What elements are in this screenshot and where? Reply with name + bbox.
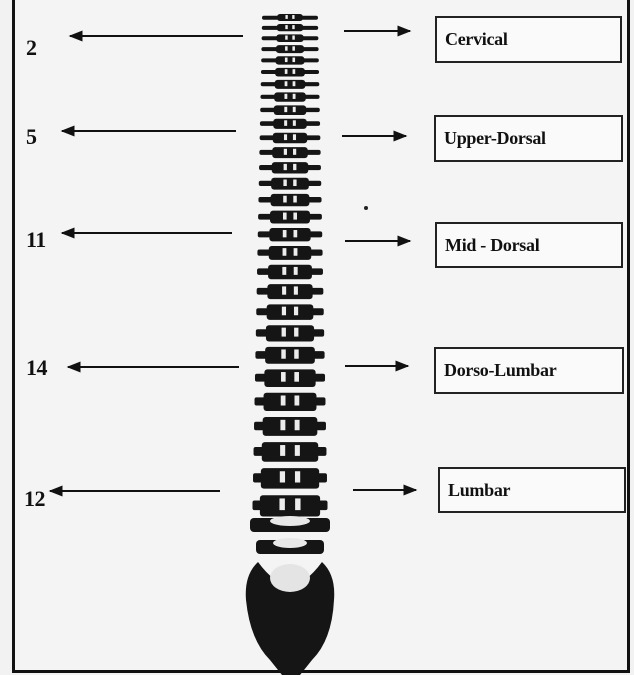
region-label-mid-dorsal: Mid - Dorsal [435, 222, 623, 268]
vertebra [258, 228, 322, 241]
vertebra [257, 246, 322, 260]
region-count-cervical: 2 [26, 37, 37, 59]
vertebra [257, 284, 324, 299]
vertebra [255, 369, 325, 387]
vertebra [256, 304, 323, 320]
vertebra [261, 45, 318, 53]
arrows [50, 31, 416, 491]
vertebra [261, 80, 320, 89]
vertebra [254, 417, 326, 436]
region-count-dorso-lumbar: 14 [26, 357, 47, 379]
vertebra [255, 347, 324, 364]
sacrum-highlight [270, 564, 310, 592]
vertebra [252, 495, 327, 516]
vertebra [262, 24, 318, 31]
region-label-dorso-lumbar: Dorso-Lumbar [434, 347, 624, 394]
vertebra [256, 325, 324, 341]
region-label-cervical: Cervical [435, 16, 622, 63]
vertebra [258, 194, 321, 206]
spine-column [246, 14, 335, 675]
region-count-lumbar: 12 [24, 488, 45, 510]
lumbar-disc [250, 516, 330, 532]
vertebra [260, 105, 320, 115]
region-count-mid-dorsal: 11 [26, 229, 46, 251]
region-label-upper-dorsal: Upper-Dorsal [434, 115, 623, 162]
vertebra [262, 34, 319, 42]
vertebra [259, 162, 321, 173]
vertebra [262, 14, 318, 21]
vertebra [255, 393, 326, 411]
region-count-upper-dorsal: 5 [26, 126, 37, 148]
vertebra [261, 68, 319, 77]
vertebra [253, 468, 327, 488]
vertebra [260, 133, 321, 144]
lumbar-disc [256, 538, 324, 554]
region-label-lumbar: Lumbar [438, 467, 626, 513]
vertebra [259, 178, 321, 190]
vertebra [260, 119, 320, 129]
vertebra [254, 442, 327, 462]
vertebra [257, 265, 323, 279]
vertebra [258, 211, 322, 224]
vertebra [261, 56, 319, 64]
dot-mark [364, 206, 368, 210]
vertebra [260, 92, 319, 101]
vertebra [259, 147, 320, 158]
